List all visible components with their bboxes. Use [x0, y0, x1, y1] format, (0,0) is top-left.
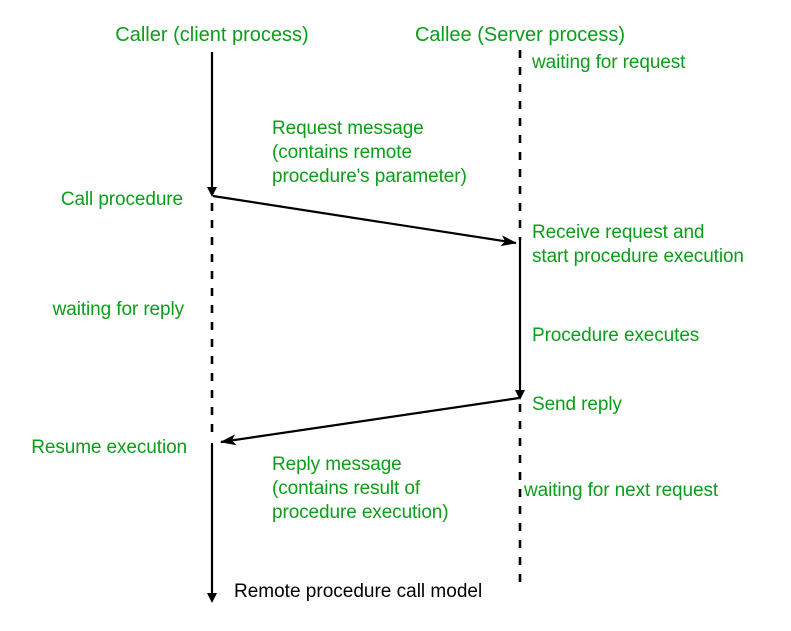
- request-message-arrow: [212, 194, 517, 247]
- request-message-label: Request message (contains remote procedu…: [272, 118, 467, 187]
- label-waiting-next-request: waiting for next request: [524, 480, 719, 501]
- diagram-caption: Remote procedure call model: [234, 581, 483, 602]
- reply-message-arrow: [220, 396, 520, 446]
- label-procedure-executes: Procedure executes: [532, 325, 700, 346]
- label-waiting-for-request: waiting for request: [532, 52, 686, 73]
- label-waiting-for-reply: waiting for reply: [52, 299, 184, 320]
- callee-lifeline-header: Callee (Server process): [414, 24, 626, 46]
- label-send-reply: Send reply: [532, 394, 622, 415]
- label-call-procedure: Call procedure: [60, 189, 183, 210]
- label-receive-request: Receive request and start procedure exec…: [532, 222, 744, 267]
- label-resume-execution: Resume execution: [31, 437, 187, 458]
- reply-message-label: Reply message (contains result of proced…: [272, 454, 449, 523]
- caller-lifeline-header: Caller (client process): [115, 24, 309, 46]
